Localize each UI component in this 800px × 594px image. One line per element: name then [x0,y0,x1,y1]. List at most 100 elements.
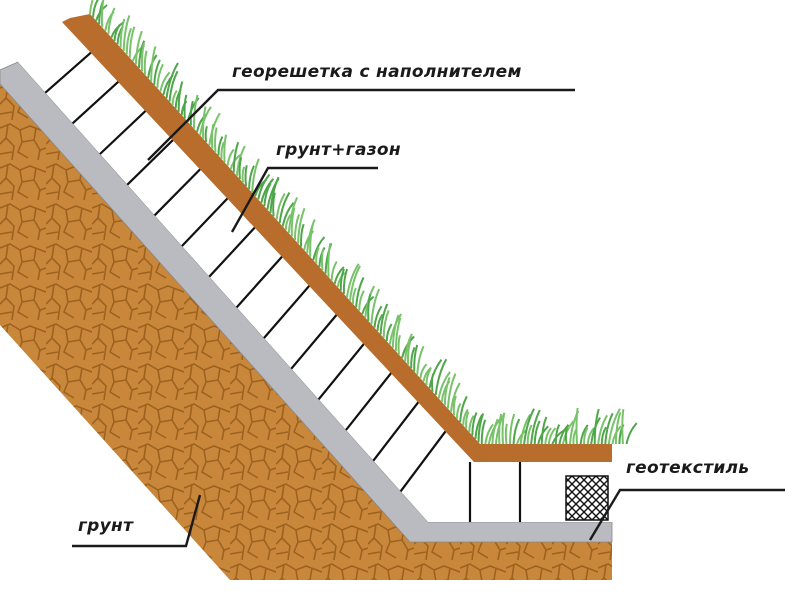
grass-blade [352,287,357,305]
grass-blade [223,134,228,163]
grass-blade [297,207,306,244]
grass-blade [446,373,457,409]
grass-blade [547,427,557,445]
grass-blade [110,21,124,38]
grass-blade [416,345,425,375]
grass-blade [263,182,272,207]
grass-blade [501,413,506,445]
grass-blade [413,344,419,372]
geogrid-cell-wall [372,396,423,462]
geogrid-cell-wall [44,46,98,94]
grass-blade [107,7,116,35]
grass-blade [358,290,365,311]
grass-blade [235,145,246,176]
grass-blade [600,426,607,445]
grass-blade [376,313,384,332]
grass-blade [299,223,305,247]
grass-blade [134,30,143,65]
grass-blade [260,178,275,204]
grass-blade [504,423,508,445]
grass-blade [272,192,276,217]
grass-blade [257,173,271,200]
geogrid-cell-wall [99,104,152,155]
grass-blade [607,408,621,445]
grass-blade [159,71,171,92]
grass-blade [614,412,622,445]
grass-blade [143,50,148,75]
grass-blade [156,63,164,89]
grass-blade [379,303,389,335]
leader-soil [72,494,202,548]
grass-blade [523,408,535,445]
grass-blade [437,371,451,399]
grass-blade [583,426,589,445]
grass-blade [370,288,381,325]
leader-geogrid [147,88,575,161]
grass-blade [177,81,184,112]
geogrid-cell-wall [71,75,125,125]
grass-blade [137,40,146,68]
grass-blade [394,317,402,352]
grass-blade [278,192,291,224]
geogrid-cell-wall [153,163,207,217]
grass-blade [382,309,390,338]
leader-topsoil [230,166,378,233]
grass-blade [443,376,451,406]
grass-blade [284,214,292,230]
grass-blade [171,89,178,106]
label-geotextile: геотекстиль [626,458,750,478]
grass-blade [122,15,131,52]
grass-blade [153,59,161,85]
grass-blade [312,236,326,261]
grass-blade [491,418,499,445]
grass-blade [498,413,503,445]
grass-blade [487,419,501,445]
grass-blade [465,411,470,429]
grass-layer [89,0,638,445]
label-soil: грунт [78,516,134,536]
grass-blade [333,266,345,285]
grass-blade [251,158,260,193]
grass-blade [248,165,255,190]
grass-blade [238,157,243,180]
grass-blade [554,424,561,445]
grass-blade [512,418,521,445]
grass-blade [232,141,240,173]
grass-blade [327,243,332,278]
grass-blade [290,207,296,237]
leader-geotextile [588,488,785,541]
geogrid-cell-wall [208,221,261,278]
grass-blade [150,46,157,82]
grass-blade [526,424,533,445]
grass-blade [625,422,638,445]
grass-blade [530,409,541,445]
geogrid-cell-wall [181,192,234,247]
grass-blade [345,263,360,298]
grass-blade [89,0,94,15]
geogrid-cell-wall [290,309,342,370]
grass-blade [318,246,326,267]
grass-blade [309,224,314,257]
grass-blade [385,323,393,342]
geogrid-cell-wall [345,367,396,431]
grass-blade [367,293,372,321]
grass-blade [373,305,383,328]
label-geogrid: георешетка с наполнителем [232,62,522,82]
grass-blade [214,127,218,153]
geogrid-layer [18,18,612,522]
grass-blade [477,413,485,443]
grass-blade [407,340,412,365]
grass-blade [410,346,416,369]
grass-blade [519,414,532,445]
grass-blade [241,166,246,183]
grass-blade [339,268,345,291]
grass-blade [119,18,126,48]
grass-blade [168,70,179,102]
grass-blade [320,248,325,271]
grass-blade [100,0,105,28]
grass-blade [452,395,457,416]
grass-blade [349,265,361,301]
grass-blade [113,23,122,42]
